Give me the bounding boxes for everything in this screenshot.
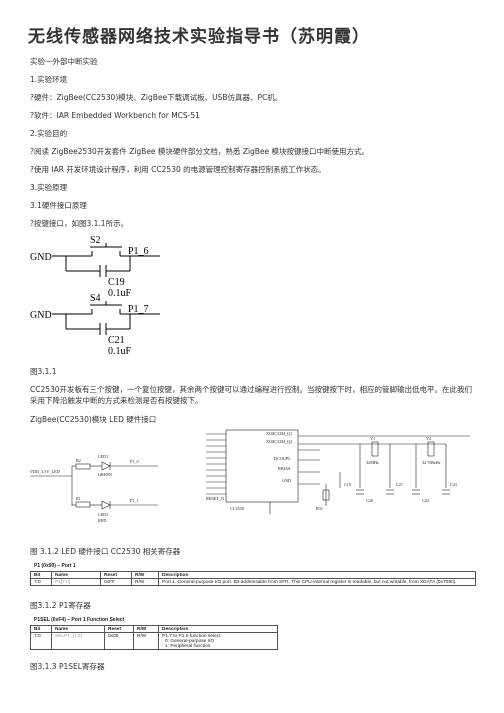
- dcoupl-label: DCOUPL: [274, 456, 291, 461]
- option-text: 1: Peripheral function: [165, 643, 211, 649]
- mhz-label: 32MHz: [366, 460, 379, 465]
- table-cell: 7:0: [30, 578, 52, 586]
- text-line: ?硬件：ZigBee(CC2530)模块、ZigBee下载调试板、USB仿真器、…: [30, 93, 283, 102]
- c19-label: C19: [344, 482, 351, 487]
- reset-label: RESET_N: [206, 496, 224, 501]
- table-cell: P1.7 to P1.0 function select 0: General-…: [158, 632, 278, 650]
- table-cell: R/W: [131, 578, 159, 586]
- led-schematic: VDD_3.3V_LED R2 R1 LED1 LED2 GREEN RED P…: [30, 429, 470, 523]
- led1-label: LED1: [98, 454, 108, 459]
- figure-caption: 图3.1.1: [30, 367, 57, 376]
- p10-label: P1_0: [130, 459, 139, 464]
- c19-value: 0.1uF: [108, 288, 132, 299]
- section-heading: 1.实验环境: [30, 75, 68, 84]
- header-cell: Bit: [30, 571, 52, 579]
- xosc-q1-label: XOSC32M_Q1: [266, 431, 292, 436]
- table-title: P1 (0x90) – Port 1: [34, 563, 76, 569]
- table-row: 7:0 P1[7:0] 0xFF R/W Port 1. General-pur…: [30, 578, 476, 586]
- table-cell: Port 1. General-purpose I/O port. Bit-ad…: [158, 578, 476, 586]
- table-cell: SELP1_[7:0]: [51, 632, 105, 650]
- text-line: ?阅读 ZigBee2530开发套件 ZigBee 模块硬件部分文档，熟悉 Zi…: [30, 147, 370, 156]
- gnd-label: GND: [30, 310, 52, 321]
- y1-label: Y1: [370, 436, 375, 441]
- table-cell: R/W: [133, 632, 159, 650]
- p16-label: P1_6: [128, 246, 149, 257]
- table-title: P1SEL (0xF4) – Port 1 Function Select: [34, 617, 125, 623]
- green-label: GREEN: [98, 472, 112, 477]
- p1-register-table: Bit Name Reset R/W Description 7:0 P1[7:…: [30, 571, 476, 586]
- p11-label: P1_1: [130, 498, 139, 503]
- gnd-label: GND: [30, 252, 52, 263]
- chip-gnd-label: GND: [282, 478, 291, 483]
- text-line: ?使用 IAR 开发环境设计程序，利用 CC2530 的电源管理控制寄存器控制系…: [30, 165, 326, 174]
- figure-caption: 图3.1.3 P1SEL寄存器: [30, 662, 105, 671]
- header-cell: R/W: [131, 571, 159, 579]
- header-cell: Name: [51, 571, 101, 579]
- body-paragraph: CC2530开发板有三个按键，一个复位按键，其余两个按键可以通过编程进行控制。当…: [30, 385, 473, 405]
- table-cell: P1[7:0]: [51, 578, 101, 586]
- c19-label: C19: [108, 277, 125, 288]
- r1-label: R1: [76, 496, 81, 501]
- section-heading: 3.1硬件接口原理: [30, 201, 87, 210]
- r31-label: R31: [316, 506, 323, 511]
- section-heading: 2.实验目的: [30, 129, 68, 138]
- button-schematic: S2 GND P1_6 C19 0.1uF S4 GND P1_7 C21 0.…: [30, 235, 160, 357]
- p1sel-register-table: Bit Name Reset R/W Description 7:0 SELP1…: [30, 625, 278, 650]
- table-cell: 0xFF: [100, 578, 132, 586]
- header-cell: Name: [51, 625, 105, 633]
- description-text: P1.7 to P1.0 function select: [162, 633, 221, 639]
- header-cell: Bit: [30, 625, 52, 633]
- c23-label: C23: [450, 482, 457, 487]
- text-line: ?按键接口，如图3.1.1所示。: [30, 219, 129, 228]
- table-row: 7:0 SELP1_[7:0] 0x00 R/W P1.7 to P1.0 fu…: [30, 632, 278, 650]
- figure-caption: 图 3.1.2 LED 硬件接口 CC2530 相关寄存器: [30, 547, 181, 556]
- p17-label: P1_7: [128, 304, 149, 315]
- xosc-q2-label: XOSC32M_Q2: [266, 439, 292, 444]
- chip-name: CC2530: [230, 506, 244, 511]
- header-cell: R/W: [133, 625, 159, 633]
- table-cell: 7:0: [30, 632, 52, 650]
- c21-value: 0.1uF: [108, 346, 132, 357]
- y2-label: Y2: [426, 436, 431, 441]
- c21-label: C21: [396, 482, 403, 487]
- header-cell: Reset: [104, 625, 134, 633]
- table-header-row: Bit Name Reset R/W Description: [30, 625, 278, 633]
- r2-label: R2: [76, 458, 81, 463]
- page-title: 无线传感器网络技术实验指导书（苏明霞）: [28, 27, 370, 47]
- header-cell: Description: [158, 571, 476, 579]
- rbias-label: RBIAS: [278, 466, 291, 471]
- text-line: ?软件：IAR Embedded Workbench for MCS-51: [30, 111, 200, 120]
- section-heading: ZigBee(CC2530)模块 LED 硬件接口: [30, 415, 157, 424]
- vdd-label: VDD_3.3V_LED: [30, 469, 60, 474]
- option-text: 0: General-purpose I/O: [165, 638, 215, 644]
- header-cell: Reset: [100, 571, 132, 579]
- red-label: RED: [98, 518, 106, 523]
- khz-label: 32.768kHz: [422, 460, 441, 465]
- table-header-row: Bit Name Reset R/W Description: [30, 571, 476, 579]
- s4-label: S4: [90, 293, 101, 304]
- table-cell: 0x00: [104, 632, 134, 650]
- c20-label: C20: [366, 498, 373, 503]
- section-heading: 3.实验原理: [30, 183, 68, 192]
- s2-label: S2: [90, 235, 101, 246]
- figure-caption: 图3.1.2 P1寄存器: [30, 601, 91, 610]
- section-heading: 实验一外部中断实验: [30, 57, 98, 66]
- header-cell: Description: [158, 625, 278, 633]
- c22-label: C22: [422, 498, 429, 503]
- led2-label: LED2: [98, 512, 108, 517]
- c21-label: C21: [108, 335, 125, 346]
